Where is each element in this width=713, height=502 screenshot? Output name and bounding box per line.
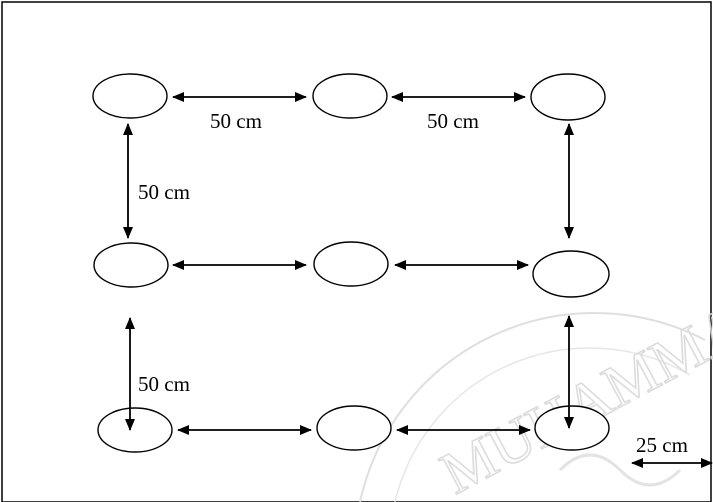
watermark-text: MUHAMMADIYAH: [430, 204, 713, 502]
plant-hole: [532, 250, 610, 298]
plant-grid: [92, 73, 610, 453]
plant-hole: [530, 73, 606, 121]
label-left-upper-vertical: 50 cm: [138, 180, 190, 204]
spacing-arrows: [123, 92, 713, 468]
label-top-right-gap: 50 cm: [427, 109, 479, 133]
plant-hole: [313, 241, 389, 287]
plant-hole: [316, 405, 392, 451]
plant-hole: [93, 242, 169, 288]
plant-hole: [312, 73, 388, 119]
plant-hole: [534, 405, 610, 451]
label-top-left-gap: 50 cm: [210, 109, 262, 133]
plant-hole: [97, 407, 173, 453]
label-edge-spacing: 25 cm: [636, 433, 688, 457]
plant-hole: [92, 73, 168, 119]
watermark-seal: MUHAMMADIYAH: [359, 203, 713, 502]
label-left-lower-vertical: 50 cm: [138, 372, 190, 396]
